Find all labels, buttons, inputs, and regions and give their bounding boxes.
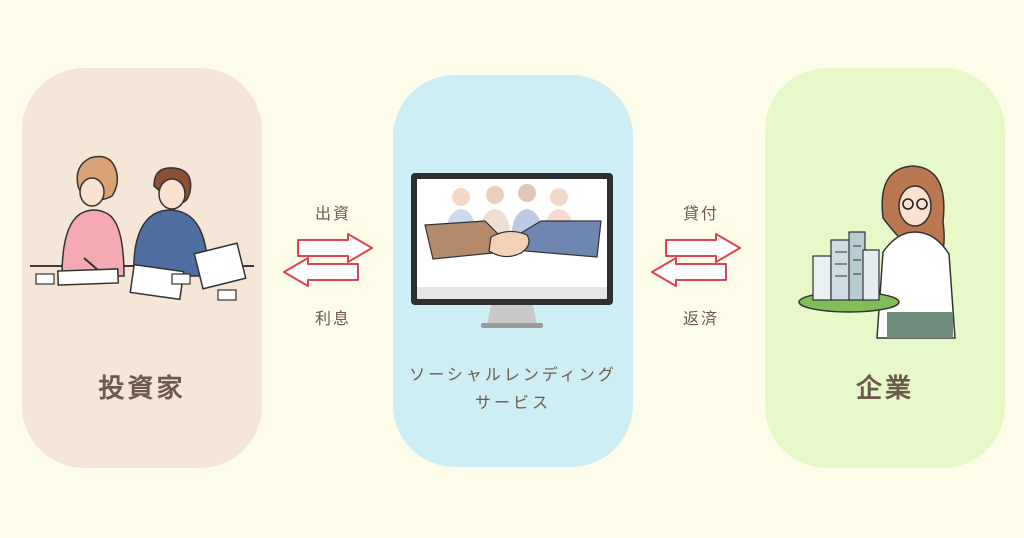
right-double-arrow (648, 232, 744, 288)
left-double-arrow (280, 232, 376, 288)
right-bottom-label: 返済 (682, 309, 719, 328)
service-panel: ソーシャルレンディング サービス (393, 75, 633, 467)
company-panel: 企業 (765, 68, 1005, 468)
arrow-left-icon (651, 257, 727, 287)
right-top-label: 貸付 (682, 204, 719, 223)
arrow-right-icon (297, 233, 373, 263)
investors-illustration (30, 155, 254, 301)
investor-title: 投資家 (98, 374, 186, 404)
service-name-line2: サービス (474, 393, 551, 412)
monitor-handshake-illustration (411, 173, 613, 328)
businesswoman-buildings-illustration (798, 165, 956, 339)
arrow-left-icon (283, 257, 359, 287)
arrow-right-icon (665, 233, 741, 263)
investor-panel: 投資家 (22, 68, 262, 468)
service-name-line1: ソーシャルレンディング (409, 365, 617, 384)
left-bottom-label: 利息 (314, 309, 351, 328)
left-top-label: 出資 (314, 204, 351, 223)
company-title: 企業 (855, 374, 914, 404)
